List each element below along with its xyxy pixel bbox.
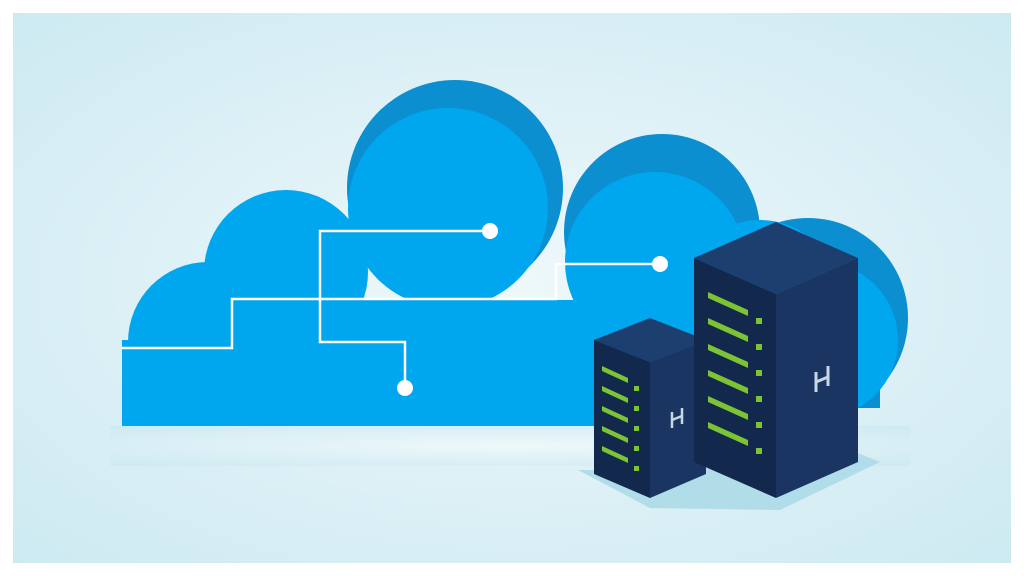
circuit-node-icon bbox=[397, 380, 413, 396]
server-led-strip bbox=[708, 292, 762, 454]
server-rack-icon bbox=[694, 222, 858, 498]
circuit-node-icon bbox=[652, 256, 668, 272]
circuit-node-icon bbox=[482, 223, 498, 239]
server-logo-icon bbox=[814, 366, 830, 392]
server-logo-icon bbox=[670, 408, 684, 428]
server-rack-icon bbox=[594, 318, 706, 498]
server-led-strip bbox=[602, 366, 639, 471]
circuit-lines bbox=[122, 229, 660, 388]
